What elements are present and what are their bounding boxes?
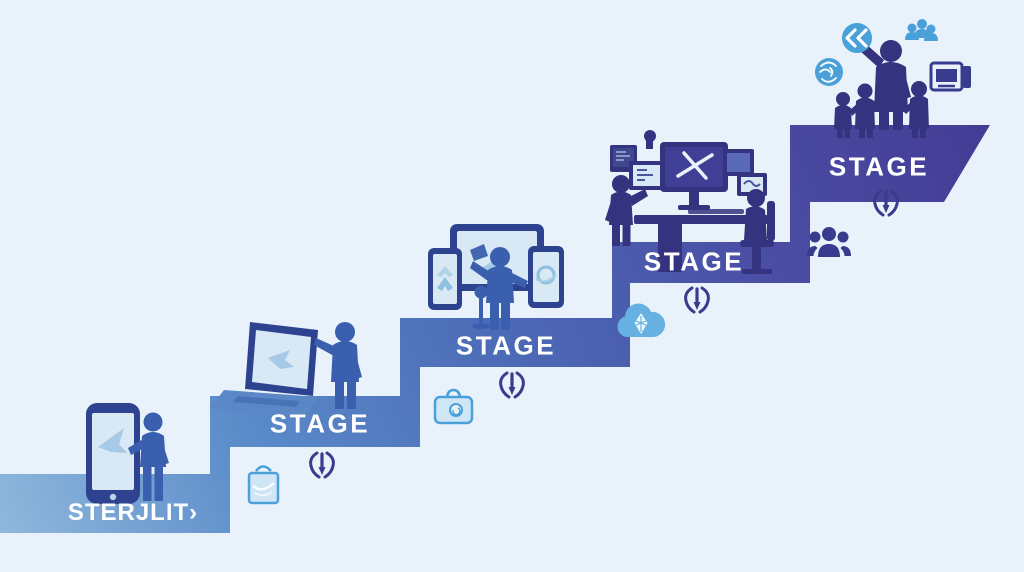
send-arrow-icon: [98, 428, 127, 453]
scene-3-person-with-devices: [428, 224, 564, 330]
mind-circle-icon: [815, 58, 843, 86]
arrow-down-badge-icon: [499, 371, 526, 399]
child-silhouette: [834, 92, 861, 138]
step-4-label: STAGE: [643, 246, 745, 277]
person-standing-silhouette: [605, 175, 648, 246]
arrow-down-badge-icon: [872, 189, 900, 217]
monitor-small-left2-icon: [629, 161, 665, 190]
smartphone-icon: [86, 403, 140, 504]
step-5-label: STAGE: [828, 151, 930, 182]
cloud-icon: [617, 303, 666, 337]
scene-4-workstation: [605, 130, 775, 274]
people-group-icon: [905, 19, 938, 41]
ornament-icon: [644, 130, 656, 149]
step-3-label: STAGE: [455, 330, 557, 361]
scene-1-person-with-smartphone: [86, 403, 169, 504]
person-silhouette: [314, 322, 362, 409]
child-silhouette: [902, 81, 929, 138]
chevrons-left-circle-icon: [842, 23, 872, 53]
monitor-main-icon: [660, 142, 728, 210]
team-icon: [807, 227, 851, 257]
step-2-label: STAGE: [269, 408, 371, 439]
tablet-small-icon: [528, 246, 564, 308]
stand-icon: [472, 285, 490, 329]
scene-5-family: [834, 40, 929, 138]
briefcase-icon: [433, 388, 474, 425]
phone-icon: [428, 248, 462, 310]
monitor-right-icon: [723, 149, 767, 196]
scene-2-person-with-laptop: [210, 322, 362, 416]
laptop-icon: [210, 322, 318, 416]
arrow-down-badge-icon: [309, 451, 335, 479]
step-1-label: STERJLIT›: [67, 499, 199, 526]
shopping-bag-icon: [247, 465, 280, 505]
person-seated-silhouette: [740, 189, 775, 274]
person-silhouette: [128, 412, 169, 501]
screens-icon: [929, 61, 971, 92]
child-silhouette: [855, 83, 886, 138]
arrow-down-badge-icon: [683, 286, 711, 314]
person-silhouette: [470, 244, 528, 330]
